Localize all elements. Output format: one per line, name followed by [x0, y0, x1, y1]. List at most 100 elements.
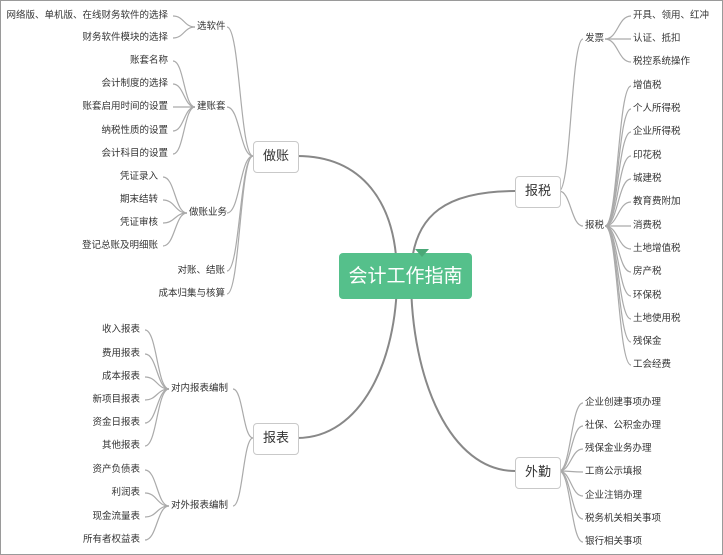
leaf-item[interactable]: 登记总账及明细账	[81, 240, 158, 251]
leaf-item[interactable]: 企业创建事项办理	[585, 397, 662, 408]
waiqin-bracket	[558, 448, 584, 472]
leaf-item[interactable]: 企业注销办理	[585, 490, 643, 501]
group-duiwaibaobiao[interactable]: 对外报表编制	[171, 500, 229, 511]
leaf-item[interactable]: 成本报表	[101, 371, 140, 382]
zuozhangyewu-bracket	[162, 199, 188, 214]
collapse-icon	[415, 249, 429, 257]
zuozhang-bracket	[226, 26, 254, 157]
group-baoshui[interactable]: 报税	[585, 220, 605, 231]
branch-waiqin[interactable]: 外勤	[515, 457, 561, 489]
group-jianzhangtao[interactable]: 建账套	[197, 101, 226, 112]
leaf-item[interactable]: 财务软件模块的选择	[82, 32, 168, 43]
leaf-item[interactable]: 对账、结账	[177, 265, 225, 276]
baoshui-sub-bracket	[604, 178, 632, 227]
waiqin-bracket	[558, 470, 584, 543]
leaf-item[interactable]: 纳税性质的设置	[101, 125, 168, 136]
jianzhangtao-bracket	[172, 60, 196, 108]
root-to-baobiao-line	[296, 276, 398, 439]
leaf-item[interactable]: 教育费附加	[633, 196, 681, 207]
baoshui-sub-bracket	[604, 225, 632, 343]
zuozhang-bracket	[226, 155, 254, 214]
leaf-item[interactable]: 收入报表	[101, 324, 140, 335]
leaf-item[interactable]: 工商公示填报	[585, 466, 643, 477]
group-fapiao[interactable]: 发票	[585, 33, 605, 44]
fapiao-bracket	[604, 15, 632, 40]
leaf-item[interactable]: 城建税	[633, 173, 662, 184]
branch-baobiao[interactable]: 报表	[253, 423, 299, 455]
leaf-item[interactable]: 会计科目的设置	[101, 148, 168, 159]
root-node[interactable]: 会计工作指南	[339, 253, 472, 299]
waiqin-bracket	[558, 425, 584, 472]
baoshui-bracket	[558, 38, 584, 192]
leaf-item[interactable]: 消费税	[633, 220, 662, 231]
leaf-item[interactable]: 现金流量表	[92, 511, 140, 522]
leaf-item[interactable]: 环保税	[633, 290, 662, 301]
baoshui-sub-bracket	[604, 108, 632, 227]
leaf-item[interactable]: 税务机关相关事项	[585, 513, 662, 524]
baoshui-sub-bracket	[604, 225, 632, 273]
xuanruanjian-bracket	[172, 26, 196, 39]
baoshui-sub-bracket	[604, 85, 632, 227]
leaf-item[interactable]: 认证、抵扣	[633, 33, 681, 44]
leaf-item[interactable]: 资金日报表	[92, 417, 140, 428]
group-xuanruanjian[interactable]: 选软件	[197, 21, 226, 32]
duiwai-bracket	[144, 469, 170, 507]
leaf-item[interactable]: 新项目报表	[92, 394, 140, 405]
jianzhangtao-bracket	[172, 106, 196, 132]
leaf-item[interactable]: 账套启用时间的设置	[82, 101, 168, 112]
duinei-bracket	[144, 376, 170, 390]
baobiao-bracket	[232, 388, 254, 439]
leaf-item[interactable]: 凭证录入	[119, 171, 158, 182]
leaf-item[interactable]: 资产负债表	[92, 464, 140, 475]
leaf-item[interactable]: 个人所得税	[633, 103, 681, 114]
duinei-bracket	[144, 329, 170, 390]
leaf-item[interactable]: 账套名称	[129, 55, 168, 66]
duiwai-bracket	[144, 505, 170, 541]
baobiao-bracket	[232, 437, 254, 507]
baoshui-sub-bracket	[604, 225, 632, 366]
leaf-item[interactable]: 企业所得税	[633, 126, 681, 137]
zuozhang-bracket	[226, 106, 254, 157]
leaf-item[interactable]: 其他报表	[101, 440, 140, 451]
leaf-item[interactable]: 期末结转	[119, 194, 158, 205]
leaf-item[interactable]: 会计制度的选择	[101, 78, 168, 89]
leaf-item[interactable]: 工会经费	[633, 359, 672, 370]
fapiao-bracket	[604, 38, 632, 63]
leaf-item[interactable]: 土地使用税	[633, 313, 681, 324]
duiwai-bracket	[144, 492, 170, 507]
leaf-item[interactable]: 印花税	[633, 150, 662, 161]
baoshui-sub-bracket	[604, 131, 632, 227]
group-duineibaobiao[interactable]: 对内报表编制	[171, 383, 229, 394]
group-zuozhangyewu[interactable]: 做账业务	[189, 207, 228, 218]
xuanruanjian-bracket	[172, 15, 196, 28]
leaf-item[interactable]: 社保、公积金办理	[585, 420, 662, 431]
leaf-item[interactable]: 凭证审核	[119, 217, 158, 228]
jianzhangtao-bracket	[172, 106, 196, 155]
zuozhang-bracket	[226, 155, 254, 272]
leaf-item[interactable]: 开具、领用、红冲	[633, 10, 710, 21]
root-to-zuozhang-line	[296, 155, 398, 278]
leaf-item[interactable]: 所有者权益表	[82, 534, 140, 545]
root-to-waiqin-line	[410, 276, 516, 472]
zuozhang-bracket	[226, 155, 254, 295]
leaf-item[interactable]: 利润表	[111, 487, 140, 498]
leaf-item[interactable]: 残保金业务办理	[585, 443, 652, 454]
leaf-item[interactable]: 银行相关事项	[585, 536, 643, 547]
leaf-item[interactable]: 税控系统操作	[633, 56, 691, 67]
branch-zuozhang[interactable]: 做账	[253, 141, 299, 173]
jianzhangtao-bracket	[172, 83, 196, 108]
leaf-item[interactable]: 费用报表	[101, 348, 140, 359]
leaf-item[interactable]: 网络版、单机版、在线财务软件的选择	[6, 10, 168, 21]
branch-baoshui[interactable]: 报税	[515, 176, 561, 208]
baoshui-bracket	[558, 190, 584, 227]
leaf-item[interactable]: 房产税	[633, 266, 662, 277]
leaf-item[interactable]: 成本归集与核算	[158, 288, 225, 299]
leaf-item[interactable]: 增值税	[633, 80, 662, 91]
zuozhangyewu-bracket	[162, 176, 188, 214]
baoshui-sub-bracket	[604, 225, 632, 320]
zuozhangyewu-bracket	[162, 212, 188, 247]
leaf-item[interactable]: 残保金	[633, 336, 662, 347]
leaf-item[interactable]: 土地增值税	[633, 243, 681, 254]
